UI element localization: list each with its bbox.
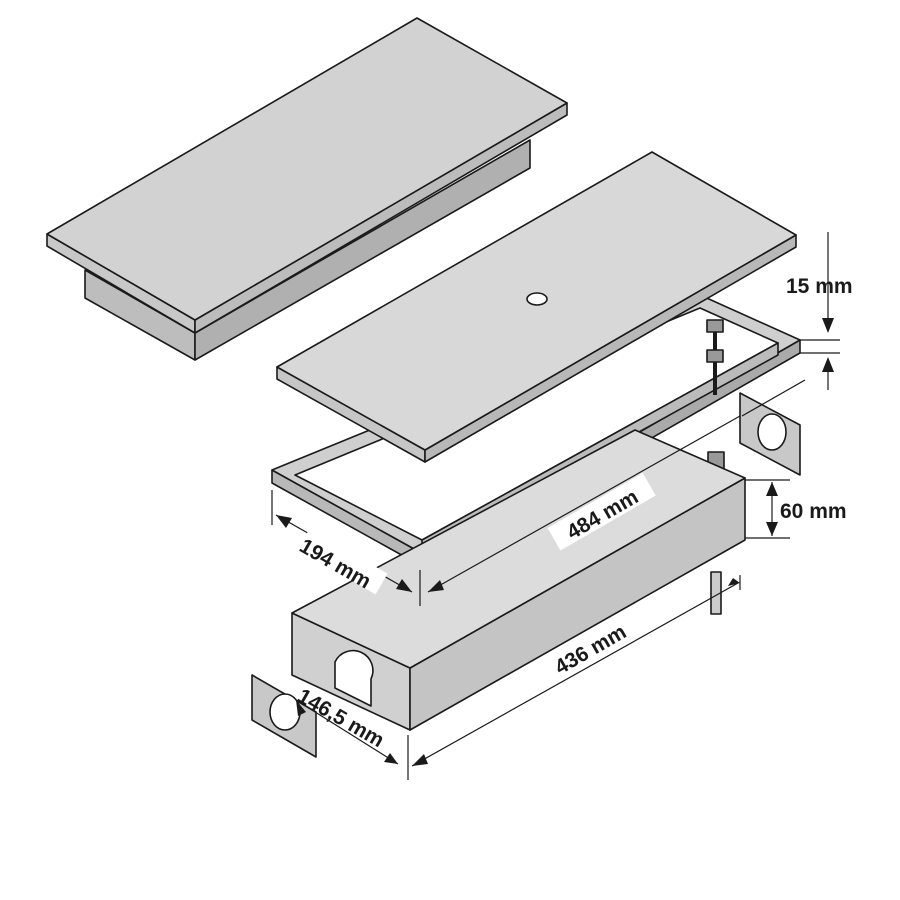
dimension-arrows — [276, 318, 834, 766]
dim-label-cover-thickness: 15 mm — [786, 275, 853, 298]
dimension-lines — [271, 232, 840, 780]
dim-label-box-height: 60 mm — [780, 500, 847, 523]
cover-plate — [276, 151, 797, 463]
cable-hole — [526, 292, 548, 306]
carpet-lid — [46, 17, 568, 361]
